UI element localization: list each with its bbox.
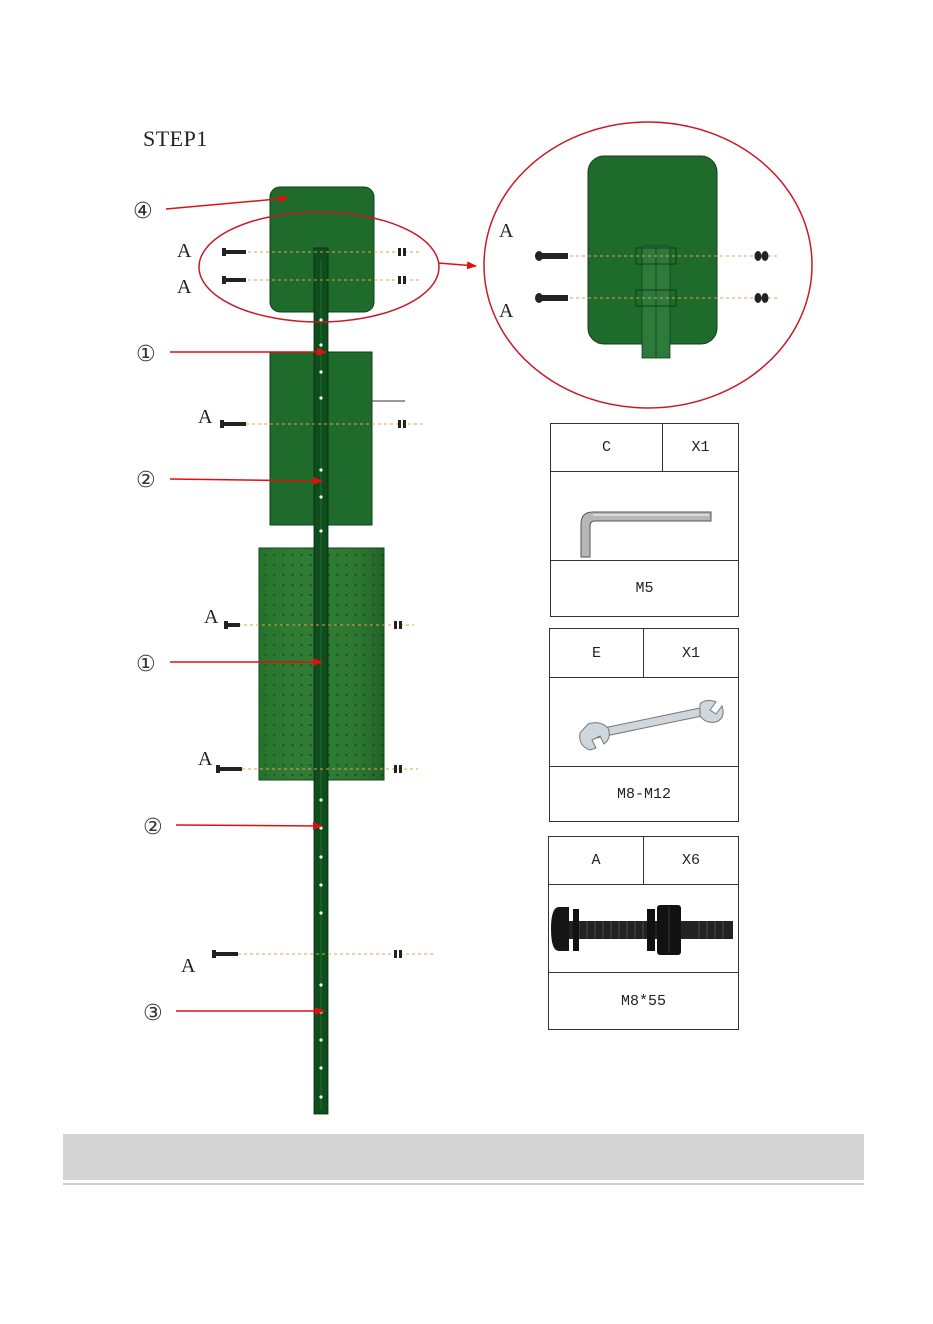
part-code: A (549, 837, 644, 884)
callout-part-3: ③ (143, 1001, 163, 1026)
bolt-label-a: A (204, 606, 219, 628)
bolt-nut-icon (549, 885, 738, 975)
part-code: C (551, 424, 663, 471)
bolt-label-a: A (177, 240, 192, 262)
part-spec: M8*55 (549, 972, 738, 1029)
bolt-label-a: A (177, 276, 192, 298)
part-quantity: X6 (644, 837, 738, 884)
bolt-label-a: A (499, 220, 514, 242)
parts-card-bolt: A X6 M8*55 (548, 836, 739, 1030)
nut-icons (394, 248, 406, 958)
part-quantity: X1 (644, 629, 738, 677)
parts-card-hex-key: C X1 M5 (550, 423, 739, 617)
bolt-icons (212, 248, 246, 958)
bolt-label-a: A (181, 955, 196, 977)
footer-rule (63, 1183, 864, 1185)
part-quantity: X1 (663, 424, 738, 471)
hex-key-icon (551, 472, 737, 562)
wrench-icon (550, 678, 738, 768)
bolt-label-a: A (499, 300, 514, 322)
part-code: E (550, 629, 644, 677)
bolt-label-a: A (198, 748, 213, 770)
part-spec: M5 (551, 560, 738, 616)
callout-part-2: ② (143, 815, 163, 840)
footer-bar (63, 1134, 864, 1180)
callout-part-1: ① (136, 342, 156, 367)
bolt-label-a: A (198, 406, 213, 428)
callout-part-2: ② (136, 468, 156, 493)
part-spec: M8-M12 (550, 766, 738, 821)
callout-part-1: ① (136, 652, 156, 677)
parts-card-wrench: E X1 M8-M12 (549, 628, 739, 822)
callout-part-4: ④ (133, 199, 153, 224)
